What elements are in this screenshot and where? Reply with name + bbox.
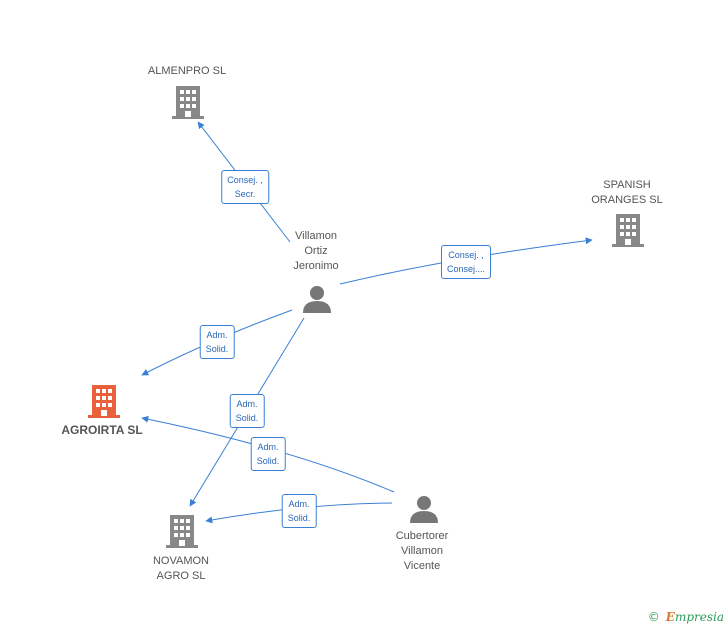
edge-label-cubertorer-agroirta[interactable]: Adm. Solid. [250,437,286,471]
brand-initial: E [665,610,675,624]
node-label-villamon[interactable]: Villamon Ortiz Jeronimo [293,230,339,272]
edge-label-villamon-spanish-oranges[interactable]: Consej. , Consej.... [440,245,492,279]
building-icon[interactable] [88,383,120,419]
building-icon[interactable] [172,84,204,120]
building-icon[interactable] [166,513,198,549]
edge-label-villamon-novamon[interactable]: Adm. Solid. [229,394,265,428]
node-label-spanish-oranges[interactable]: SPANISH ORANGES SL [591,179,663,206]
node-label-novamon[interactable]: NOVAMON AGRO SL [152,555,210,582]
edge-label-villamon-agroirta[interactable]: Adm. Solid. [199,325,235,359]
edge-label-cubertorer-novamon[interactable]: Adm. Solid. [281,494,317,528]
node-label-cubertorer[interactable]: Cubertorer Villamon Vicente [395,530,449,572]
node-label-almenpro[interactable]: ALMENPRO SL [147,65,227,77]
brand-watermark: © Empresia [648,610,724,624]
edge-label-villamon-almenpro[interactable]: Consej. , Secr. [221,170,269,204]
person-icon[interactable] [409,494,439,524]
building-icon[interactable] [612,212,644,248]
node-label-agroirta[interactable]: AGROIRTA SL [61,423,143,437]
person-icon[interactable] [302,284,332,314]
copyright-icon: © [647,610,660,624]
brand-name: mpresia [674,610,724,624]
